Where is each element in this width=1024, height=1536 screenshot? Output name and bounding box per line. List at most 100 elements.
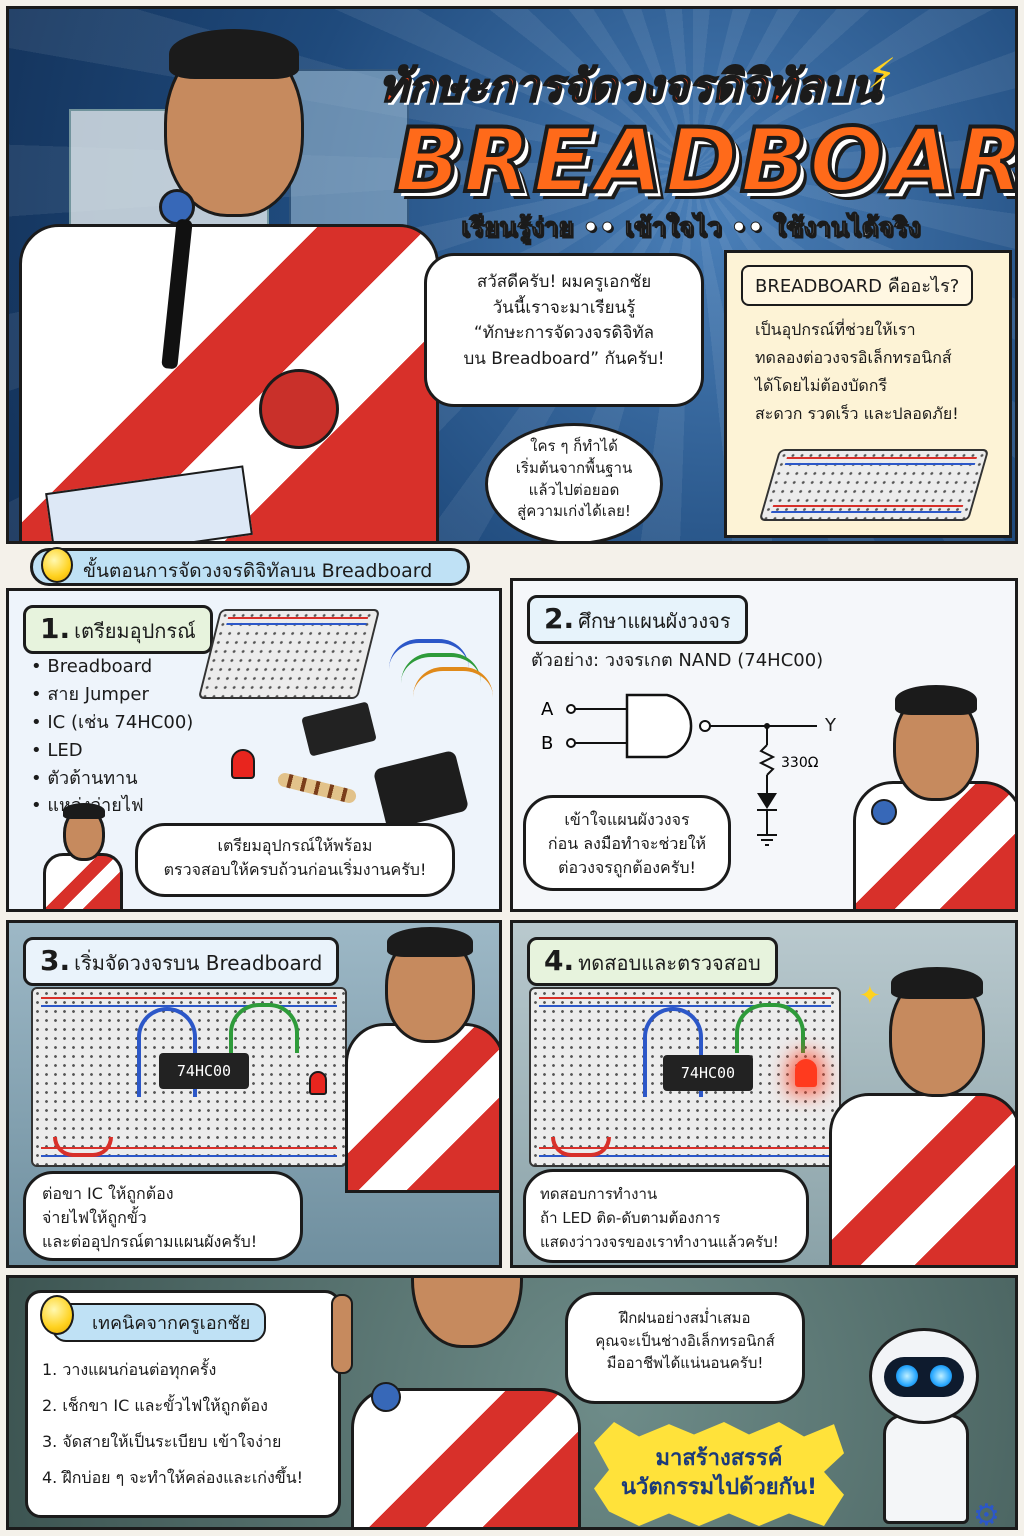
step-2-speech: เข้าใจแผนผังวงจร ก่อน ลงมือทำจะช่วยให้ ต… (523, 795, 731, 891)
steps-header-text: ขั้นตอนการจัดวงจรดิจิทัลบน Breadboard (83, 560, 433, 582)
encourage-line: แล้วไปต่อยอด (528, 480, 620, 499)
wire-blue (643, 1007, 703, 1097)
list-item: 1. วางแผนก่อนต่อทุกครั้ง (42, 1360, 217, 1379)
step-3-panel: 3.เริ่มจัดวงจรบน Breadboard 74HC00 ต่อขา… (6, 920, 502, 1268)
list-item: สาย Jumper (31, 681, 193, 709)
step-2-panel: 2.ศึกษาแผนผังวงจร ตัวอย่าง: วงจรเกต NAND… (510, 578, 1018, 912)
output-y-label: Y (825, 715, 836, 736)
ic-chip-icon (301, 701, 377, 757)
robot-eye (896, 1365, 918, 1387)
list-item: Breadboard (31, 653, 193, 681)
step-1-speech: เตรียมอุปกรณ์ให้พร้อม ตรวจสอบให้ครบถ้วนก… (135, 823, 455, 897)
step-4-panel: 4.ทดสอบและตรวจสอบ 74HC00 ✦ ทดสอบการทำงาน… (510, 920, 1018, 1268)
teacher-tips (331, 1278, 591, 1527)
breadboard-illustration (197, 609, 381, 699)
teacher-hair (169, 29, 299, 79)
step-title: เริ่มจัดวงจรบน Breadboard (74, 951, 323, 975)
speech-line: และต่ออุปกรณ์ตามแผนผังครับ! (42, 1232, 258, 1251)
speech-line: ถ้า LED ติด-ดับตามต้องการ (540, 1209, 721, 1227)
gear-icon: ⚙ (973, 1498, 1000, 1530)
step-4-label: 4.ทดสอบและตรวจสอบ (527, 937, 778, 986)
greeting-line: “ทักษะการจัดวงจรดิจิทัล (473, 323, 655, 343)
step-number: 4. (544, 944, 575, 977)
speech-line: ก่อน ลงมือทำจะช่วยให้ (547, 834, 707, 853)
teacher-step4 (829, 953, 1015, 1265)
nand-schematic: A B 330Ω (541, 693, 819, 846)
step-1-label: 1.เตรียมอุปกรณ์ (23, 605, 213, 654)
led-icon (231, 749, 255, 779)
list-item: LED (31, 737, 193, 765)
greeting-line: สวัสดีครับ! ผมครูเอกชัย (476, 272, 652, 292)
info-line: สะดวก รวดเร็ว และปลอดภัย! (755, 404, 959, 423)
speech-line: มืออาชีพได้แน่นอนครับ! (606, 1354, 764, 1372)
robot-body (883, 1414, 969, 1524)
tips-header: เทคนิคจากครูเอกชัย (40, 1295, 267, 1342)
speech-line: ต่อวงจรถูกต้องครับ! (558, 858, 696, 877)
list-item: IC (เช่น 74HC00) (31, 709, 193, 737)
microphone-icon (871, 799, 897, 825)
info-title: BREADBOARD คืออะไร? (741, 265, 974, 306)
equipment-list: Breadboard สาย Jumper IC (เช่น 74HC00) L… (31, 653, 193, 820)
input-b-label: B (541, 733, 553, 754)
greeting-line: บน Breadboard” กันครับ! (463, 348, 665, 369)
wire-red (551, 1137, 611, 1157)
info-line: เป็นอุปกรณ์ที่ช่วยให้เรา (755, 320, 916, 339)
burst-line: มาสร้างสรรค์ (655, 1446, 783, 1472)
list-item: 4. ฝึกบ่อย ๆ จะทำให้คล่องและเก่งขึ้น! (42, 1468, 304, 1487)
info-body: เป็นอุปกรณ์ที่ช่วยให้เรา ทดลองต่อวงจรอิเ… (741, 316, 995, 428)
wire-green (735, 1003, 805, 1053)
hero-panel: ทักษะการจัดวงจรดิจิทัลบน ⚡ BREADBOARD เร… (6, 6, 1018, 544)
battery-box-icon (372, 749, 470, 831)
breadboard-info-box: BREADBOARD คืออะไร? เป็นอุปกรณ์ที่ช่วยให… (724, 250, 1012, 538)
step-title: เตรียมอุปกรณ์ (74, 619, 196, 643)
nand-gate-symbol (625, 693, 693, 759)
speech-line: จ่ายไฟให้ถูกขั้ว (42, 1208, 147, 1227)
call-to-action-burst: มาสร้างสรรค์ นวัตกรรมไปด้วยกัน! (594, 1422, 844, 1526)
led-lit (795, 1059, 817, 1087)
tips-speech: ฝึกฝนอย่างสม่ำเสมอ คุณจะเป็นช่างอิเล็กทร… (565, 1292, 805, 1404)
input-a-label: A (541, 699, 554, 720)
wire-blue (137, 1007, 197, 1097)
speech-line: ตรวจสอบให้ครบถ้วนก่อนเริ่มงานครับ! (163, 860, 427, 879)
led-red (309, 1071, 327, 1095)
jumper-wire-icon (389, 639, 469, 669)
list-item: 3. จัดสายให้เป็นระเบียบ เข้าใจง่าย (42, 1432, 282, 1451)
ic-chip-74hc00: 74HC00 (663, 1055, 753, 1091)
speech-line: ต่อขา IC ให้ถูกต้อง (42, 1184, 174, 1203)
step-3-speech: ต่อขา IC ให้ถูกต้อง จ่ายไฟให้ถูกขั้ว และ… (23, 1171, 303, 1261)
microphone-icon (371, 1382, 401, 1412)
lightbulb-icon (41, 547, 73, 583)
greeting-line: วันนี้เราจะมาเรียนรู้ (492, 297, 636, 318)
shirt-badge (259, 369, 339, 449)
burst-line: นวัตกรรมไปด้วยกัน! (620, 1475, 818, 1500)
wire-red (53, 1137, 113, 1157)
speech-line: เตรียมอุปกรณ์ให้พร้อม (217, 836, 373, 855)
lightning-icon: ⚡ (867, 49, 897, 98)
breadboard-illustration (758, 449, 990, 521)
breadboard-wired (31, 987, 347, 1167)
step-2-label: 2.ศึกษาแผนผังวงจร (527, 595, 748, 644)
teacher-small (43, 803, 123, 909)
teacher-step3 (345, 923, 499, 1193)
led-symbol (757, 793, 777, 809)
lightbulb-icon (40, 1295, 74, 1335)
title-line-2: BREADBOARD (392, 107, 1015, 214)
ic-chip-74hc00: 74HC00 (159, 1053, 249, 1089)
tips-title: เทคนิคจากครูเอกชัย (92, 1313, 251, 1334)
encourage-line: เริ่มต้นจากพื้นฐาน (515, 458, 633, 477)
pointing-finger (331, 1294, 353, 1374)
list-item: 2. เช็กขา IC และขั้วไฟให้ถูกต้อง (42, 1396, 268, 1415)
sparkle-icon: ✦ (859, 981, 881, 1011)
step-3-label: 3.เริ่มจัดวงจรบน Breadboard (23, 937, 340, 986)
wire-green (229, 1003, 299, 1053)
step-4-speech: ทดสอบการทำงาน ถ้า LED ติด-ดับตามต้องการ … (523, 1169, 809, 1263)
list-item: ตัวต้านทาน (31, 765, 193, 793)
step-number: 2. (544, 602, 575, 635)
jumper-wire-icon (413, 667, 493, 697)
resistor-label: 330Ω (781, 755, 819, 771)
greeting-bubble: สวัสดีครับ! ผมครูเอกชัย วันนี้เราจะมาเรี… (424, 253, 704, 407)
subtitle: เรียนรู้ง่าย •• เข้าใจไว •• ใช้งานได้จริ… (460, 213, 921, 244)
steps-header: ขั้นตอนการจัดวงจรดิจิทัลบน Breadboard (30, 547, 470, 586)
speech-line: คุณจะเป็นช่างอิเล็กทรอนิกส์ (595, 1331, 775, 1350)
step-title: ทดสอบและตรวจสอบ (578, 951, 761, 975)
